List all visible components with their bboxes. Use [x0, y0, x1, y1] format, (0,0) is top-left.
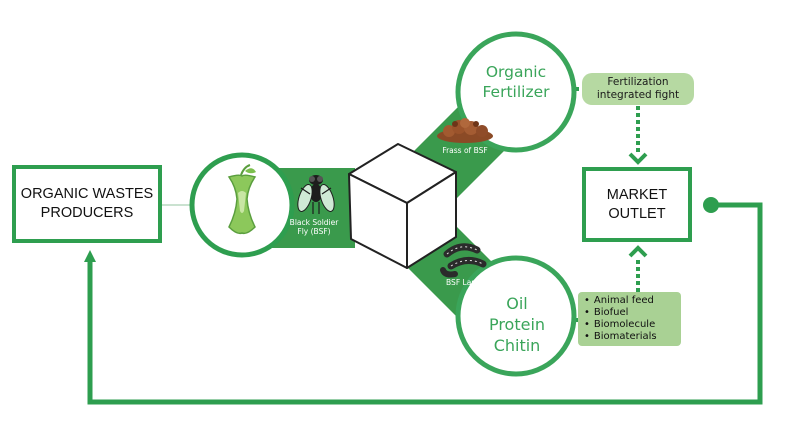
cube-icon [348, 143, 457, 269]
oil-protein-chitin-label: Oil Protein Chitin [474, 293, 560, 356]
oil-line2: Protein [488, 315, 546, 334]
market-line2: OUTLET [608, 205, 666, 222]
feedback-arrowhead [84, 250, 96, 262]
larvae-label-text: BSF Larvaes [446, 278, 492, 287]
bsf-line2: Fly (BSF) [297, 227, 331, 236]
apple-core-icon [227, 164, 257, 235]
fertilizer-circle [455, 31, 577, 153]
uses-item: Biofuel [584, 307, 681, 319]
uses-list: Animal feed Biofuel Biomolecule Biomater… [578, 292, 681, 346]
pill-to-market-arrowhead [628, 152, 648, 165]
frass-label-text: Frass of BSF [442, 146, 488, 155]
organic-fertilizer-label: Organic Fertilizer [470, 62, 562, 102]
fertilization-pill: Fertilization integrated fight [582, 73, 694, 105]
producers-line2: PRODUCERS [40, 205, 134, 221]
oil-line3: Chitin [493, 336, 541, 355]
market-outlet-box: MARKET OUTLET [582, 167, 692, 242]
uses-item: Biomolecule [584, 319, 681, 331]
producers-line1: ORGANIC WASTES [20, 186, 154, 202]
oil-line1: Oil [506, 294, 528, 313]
oil-circle [455, 255, 577, 377]
fertilizer-line2: Fertilizer [482, 83, 550, 101]
fert-pill-line2: integrated fight [596, 89, 680, 101]
market-connector-dot [703, 197, 719, 213]
uses-item: Animal feed [584, 295, 681, 307]
uses-to-market-arrowhead [628, 245, 648, 258]
larvae-icon [440, 243, 487, 278]
feedback-loop-line [87, 202, 763, 405]
market-line1: MARKET [606, 186, 668, 203]
larvae-label: BSF Larvaes [436, 278, 502, 287]
frass-label: Frass of BSF [430, 146, 500, 155]
organic-wastes-producers-box: ORGANIC WASTES PRODUCERS [12, 165, 162, 243]
frass-pile-icon [437, 118, 493, 143]
fert-pill-line1: Fertilization [607, 76, 669, 88]
bsf-line1: Black Soldier [289, 218, 339, 227]
fly-icon [297, 175, 335, 214]
bsf-label: Black Soldier Fly (BSF) [283, 218, 345, 236]
uses-item: Biomaterials [584, 331, 681, 343]
fertilizer-line1: Organic [485, 63, 547, 81]
